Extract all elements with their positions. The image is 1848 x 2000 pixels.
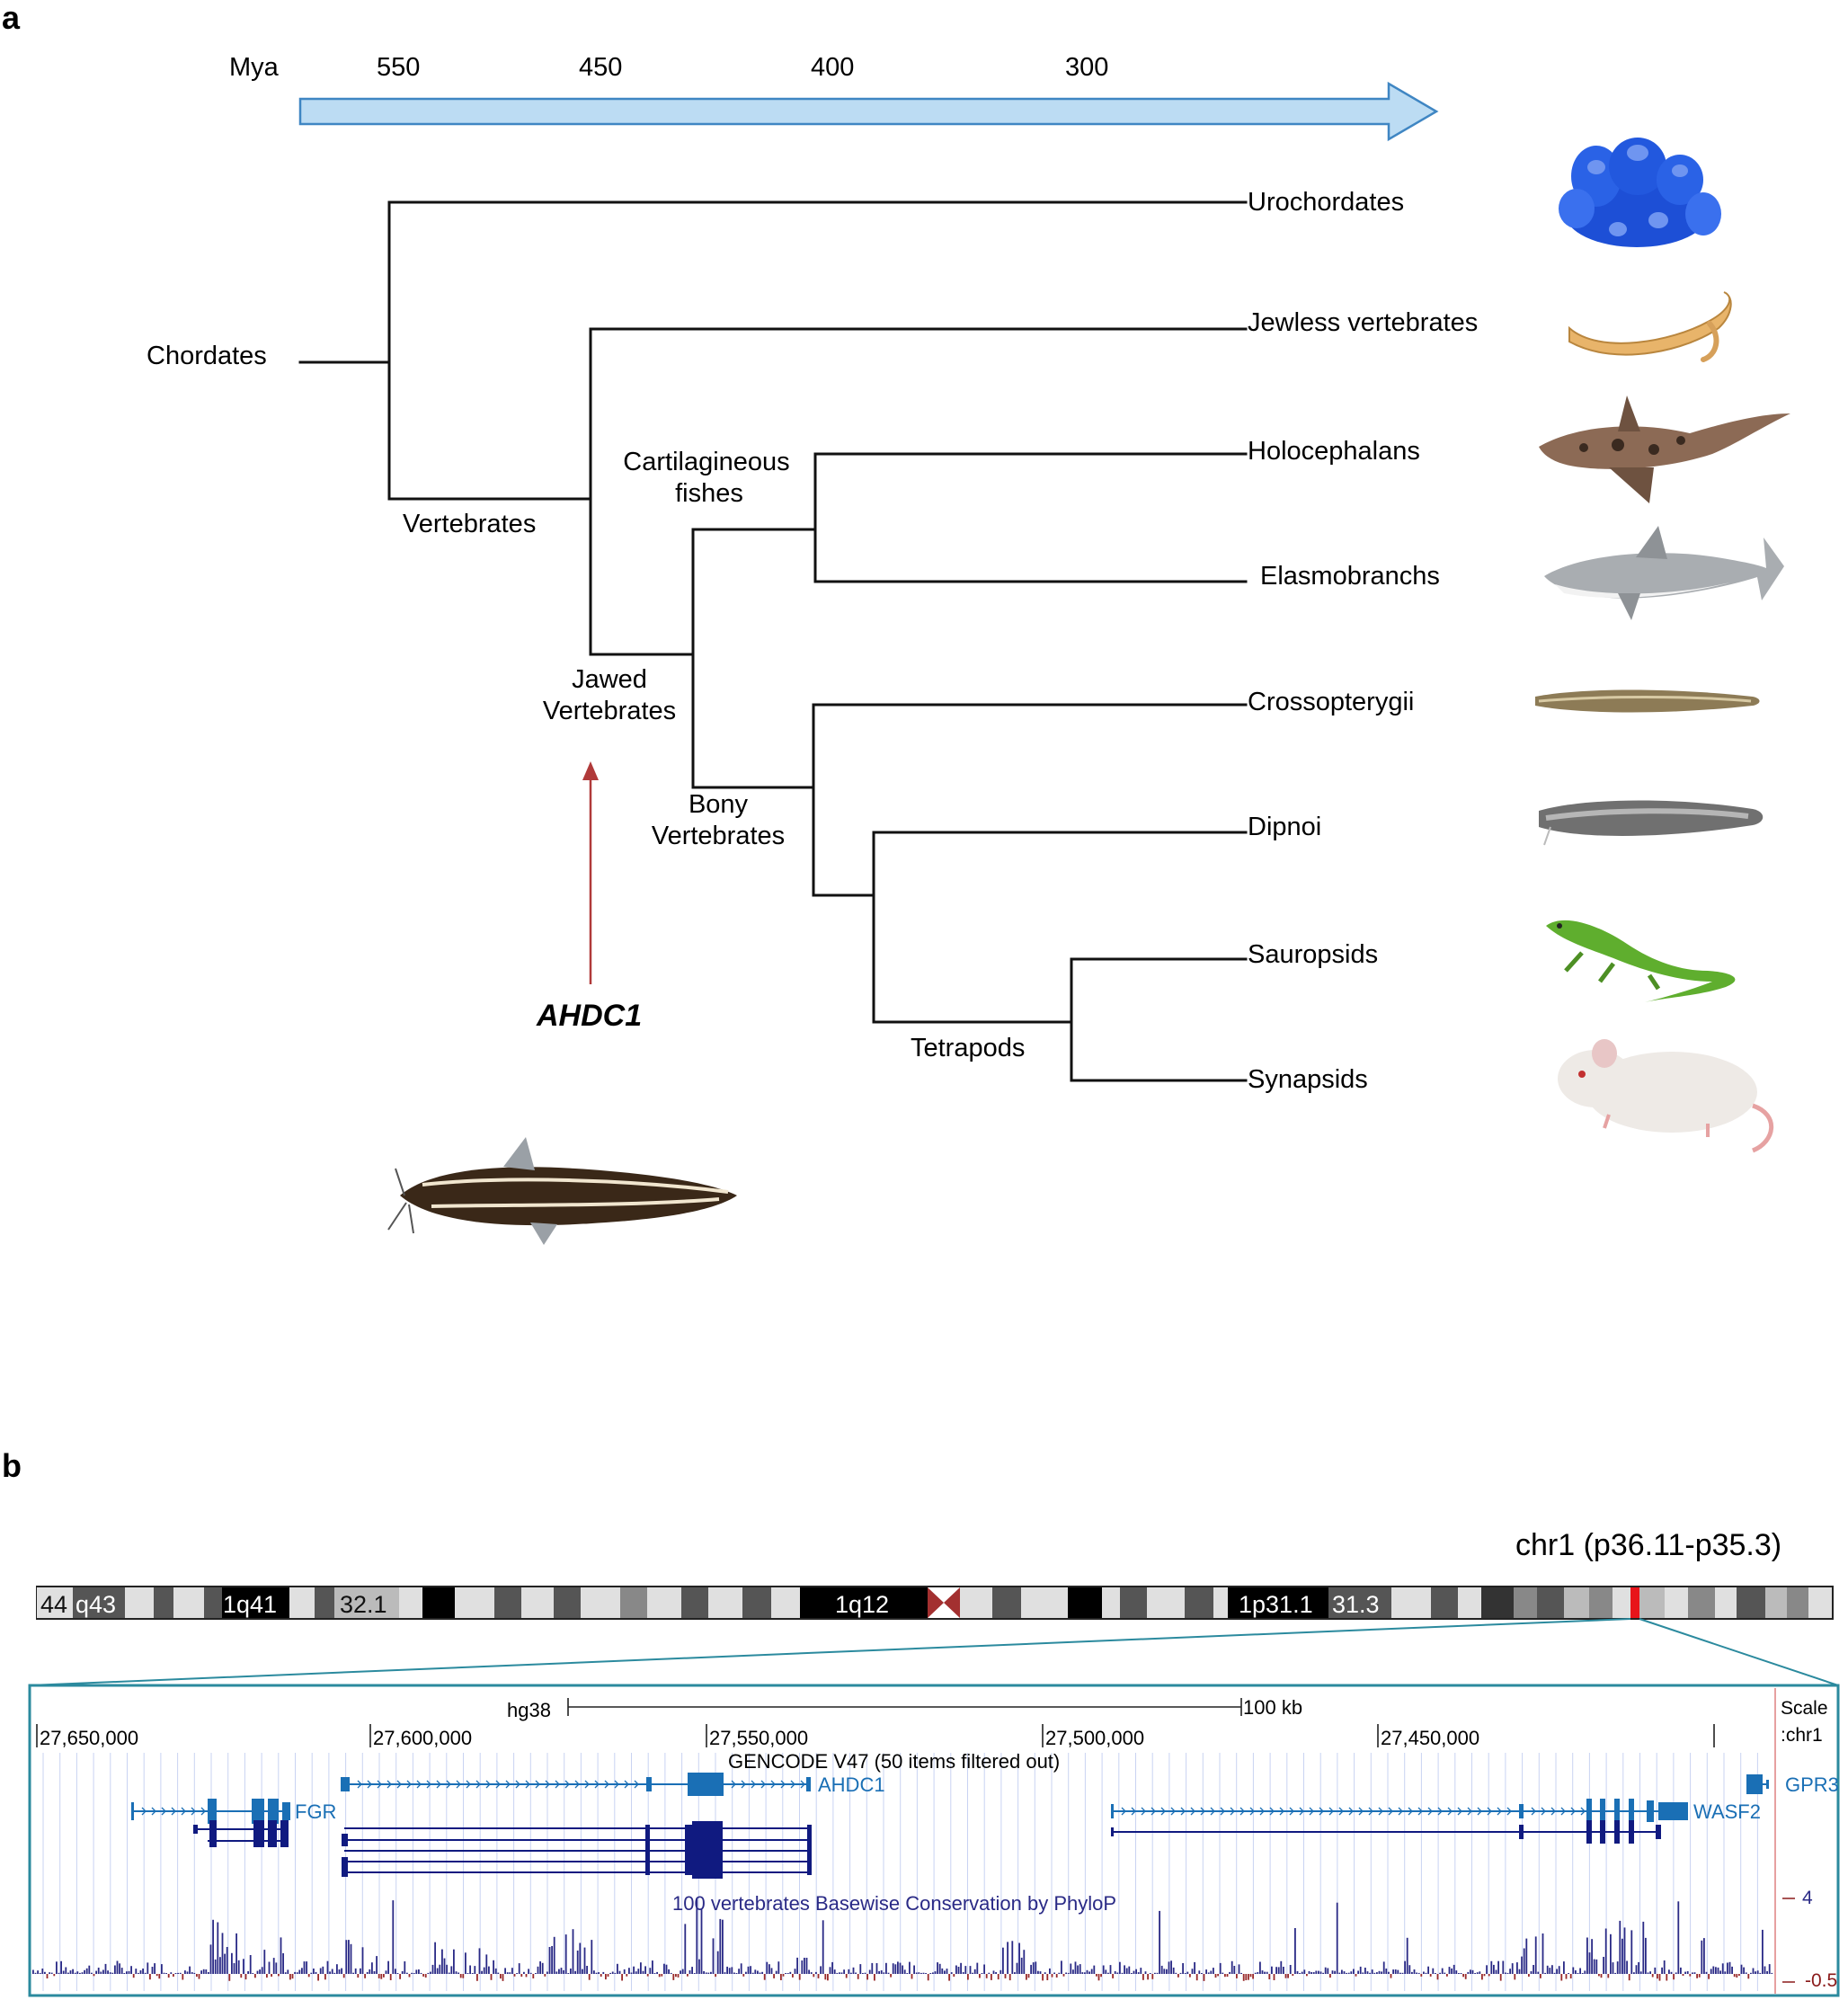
taxon-jawless-vertebrates: Jewless vertebrates: [1248, 308, 1478, 337]
assembly-label: hg38: [507, 1699, 551, 1721]
chromosome-ideogram: [36, 1586, 1834, 1620]
coord-27650000: 27,650,000: [40, 1727, 138, 1749]
taxon-elasmobranchs: Elasmobranchs: [1260, 562, 1440, 591]
taxon-crossopterygii: Crossopterygii: [1248, 688, 1414, 716]
zoom-line-left: [29, 1618, 1631, 1686]
coord-27450000: 27,450,000: [1381, 1727, 1479, 1749]
timeline-tick-450: 450: [579, 53, 622, 82]
band-label-31-3: 31.3: [1332, 1591, 1380, 1618]
band-label-1q12: 1q12: [835, 1591, 889, 1618]
panel-b-label: b: [2, 1447, 22, 1484]
timeline-arrow: [298, 81, 1439, 142]
band-label-32-1: 32.1: [340, 1591, 387, 1618]
gene-models: [131, 1773, 1769, 1879]
band-label-44: 44: [40, 1591, 67, 1618]
taxon-holocephalans: Holocephalans: [1248, 437, 1420, 466]
coord-27600000: 27,600,000: [373, 1727, 472, 1749]
phylogenetic-tree: [298, 200, 1248, 1082]
taxon-dipnoi: Dipnoi: [1248, 813, 1321, 841]
phylop-conservation-signal: [32, 1898, 1773, 1981]
taxon-synapsids: Synapsids: [1248, 1065, 1368, 1094]
lamprey-icon: [1568, 291, 1732, 362]
coelacanth-eel-icon: [1535, 689, 1760, 713]
sea-squirt-colony-icon: [1559, 138, 1721, 247]
gene-label-fgr: FGR: [295, 1800, 336, 1823]
mouse-icon: [1558, 1039, 1774, 1153]
band-label-1p31-1: 1p31.1: [1239, 1591, 1313, 1618]
chimaera-icon: [1539, 396, 1790, 503]
timeline-tick-300: 300: [1065, 53, 1108, 82]
catfish-icon: [387, 1137, 737, 1245]
clade-jawed-1: Jawed: [572, 665, 647, 694]
scale-bar: [567, 1698, 1242, 1716]
ahdc1-arrowhead: [582, 761, 599, 780]
ahdc1-gene-label: AHDC1: [536, 999, 642, 1033]
clade-cartilaginous-1: Cartilagineous: [623, 448, 789, 476]
zoom-line-right: [1639, 1618, 1839, 1686]
timeline-tick-550: 550: [377, 53, 420, 82]
gene-label-wasf2: WASF2: [1693, 1800, 1761, 1823]
clade-jawed-2: Vertebrates: [543, 697, 676, 725]
taxon-sauropsids: Sauropsids: [1248, 940, 1378, 969]
gene-label-gpr3: GPR3: [1785, 1773, 1839, 1796]
clade-bony-1: Bony: [689, 790, 749, 819]
scale-bar-label: 100 kb: [1243, 1696, 1302, 1719]
band-label-q43: q43: [76, 1591, 116, 1618]
phylop-max-label: 4: [1802, 1888, 1813, 1908]
scale-side-label: Scale: [1781, 1698, 1828, 1719]
gene-label-ahdc1: AHDC1: [818, 1773, 885, 1796]
timeline-tick-400: 400: [811, 53, 854, 82]
clade-bony-2: Vertebrates: [652, 822, 785, 850]
intron-direction-arrows: [141, 1780, 1586, 1816]
lizard-icon: [1546, 920, 1736, 1002]
clade-vertebrates: Vertebrates: [403, 510, 536, 538]
phylop-track-label: 100 vertebrates Basewise Conservation by…: [672, 1892, 1116, 1915]
chrom-side-label: :chr1: [1781, 1725, 1823, 1746]
taxon-urochordates: Urochordates: [1248, 188, 1404, 217]
clade-chordates: Chordates: [147, 342, 267, 370]
panel-a-label: a: [2, 0, 21, 36]
shark-icon: [1544, 526, 1784, 620]
coord-27500000: 27,500,000: [1045, 1727, 1144, 1749]
chromosome-region-title: chr1 (p36.11-p35.3): [1515, 1528, 1781, 1562]
lungfish-icon: [1539, 800, 1764, 846]
timeline-unit-label: Mya: [229, 53, 280, 82]
coord-27550000: 27,550,000: [709, 1727, 808, 1749]
phylop-min-label: -0.5: [1805, 1970, 1837, 1991]
clade-cartilaginous-2: fishes: [675, 479, 743, 508]
band-label-1q41: 1q41: [223, 1591, 277, 1618]
coordinate-ticks: [36, 1724, 1715, 1747]
clade-tetrapods: Tetrapods: [911, 1034, 1025, 1062]
gencode-track-label: GENCODE V47 (50 items filtered out): [728, 1750, 1060, 1773]
